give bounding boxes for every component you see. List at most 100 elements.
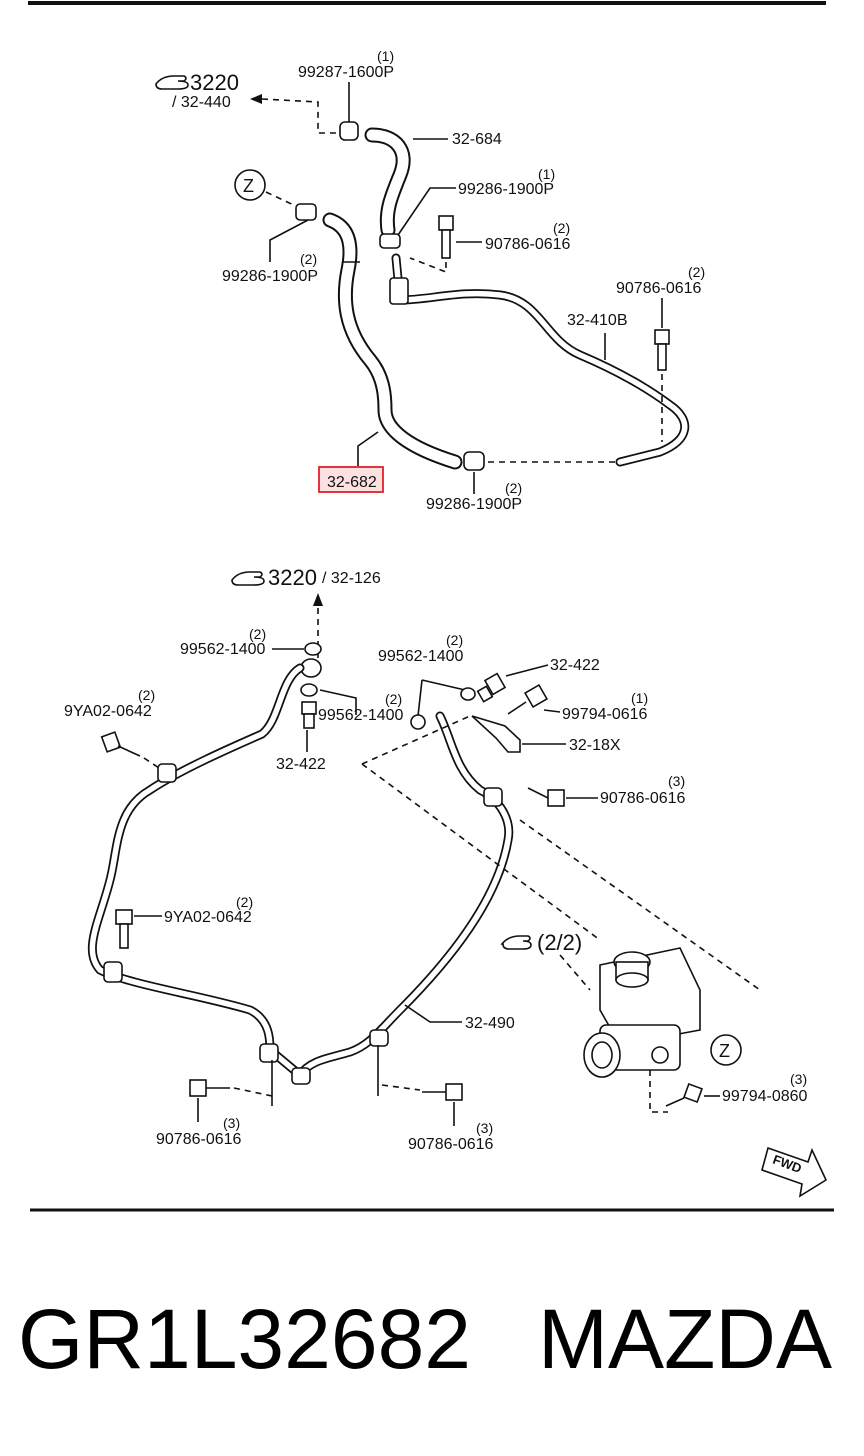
clip-left-qty: (2) — [300, 251, 317, 267]
clip-top-label: 99287-1600P — [298, 64, 394, 81]
washer-a-qty: (2) — [249, 626, 266, 642]
z-marker — [234, 169, 266, 201]
dashed-leader — [381, 1084, 421, 1091]
washer-icon — [304, 642, 322, 656]
bolt-a-qty: (2) — [553, 220, 570, 236]
bolt-90786-bc-qty: (3) — [476, 1120, 493, 1136]
leader-line — [319, 689, 357, 715]
pipe-32-490-left — [89, 665, 303, 1078]
washer-a-label: 99562-1400 — [180, 641, 266, 658]
bolt-b-label: 90786-0616 — [616, 280, 702, 297]
ref-hand-icon — [155, 75, 189, 90]
clip-bottom-qty: (2) — [505, 480, 522, 496]
dashed-leader — [559, 954, 591, 991]
dashed-leader — [143, 757, 163, 771]
ref-2-2: (2/2) — [537, 930, 582, 955]
leader-line — [395, 187, 456, 239]
dashed-leader — [519, 819, 761, 991]
bolt-icon — [654, 329, 670, 371]
hose-32-684 — [366, 129, 409, 236]
bolt-32-422-right: 32-422 — [550, 657, 600, 674]
bolt-icon — [476, 672, 507, 703]
pipe-clip-icon — [103, 961, 123, 983]
pipe-32-410b — [393, 255, 688, 465]
bolt-icon — [507, 683, 549, 715]
bolt-icon — [422, 1083, 463, 1101]
bolt-99794-top-label: 99794-0616 — [562, 706, 648, 723]
leader-line — [543, 709, 561, 713]
washer-c-label: 99562-1400 — [318, 707, 404, 724]
pipe-clip-icon — [483, 787, 503, 807]
arrow-icon — [313, 593, 323, 606]
pipe-clip-icon — [369, 1029, 389, 1047]
dashed-leader — [261, 98, 338, 134]
bolt-90786-right-label: 90786-0616 — [600, 790, 686, 807]
bolt-90786-right-qty: (3) — [668, 773, 685, 789]
bolt-icon — [438, 215, 454, 259]
dashed-leader — [233, 1087, 273, 1097]
washer-c-qty: (2) — [385, 691, 402, 707]
leader-line — [505, 664, 549, 677]
master-cylinder-icon — [583, 947, 701, 1078]
leader-line — [269, 219, 309, 262]
label-32-684: 32-684 — [452, 131, 502, 148]
pipe-label-32-410b: 32-410B — [567, 312, 628, 329]
pipe-label-32-490: 32-490 — [465, 1015, 515, 1032]
pipe-clip-icon — [157, 763, 177, 783]
bolt-icon — [115, 909, 133, 949]
footer-part-number: GR1L32682 — [18, 1292, 471, 1386]
ref-part-lower: / 32-126 — [322, 570, 381, 587]
bolt-icon — [665, 1083, 703, 1107]
washer-b-qty: (2) — [446, 632, 463, 648]
washer-icon — [410, 714, 426, 730]
clip-top-qty: (1) — [377, 48, 394, 64]
hose-clamp-icon — [463, 451, 485, 471]
washer-icon — [300, 683, 318, 697]
clip-bottom-label: 99286-1900P — [426, 496, 522, 513]
bolt-icon — [100, 731, 141, 757]
dashed-leader — [361, 715, 471, 765]
bolt-9ya-mid-label: 9YA02-0642 — [164, 909, 252, 926]
bolt-b-qty: (2) — [688, 264, 705, 280]
dashed-leader — [409, 257, 447, 274]
dashed-leader — [361, 763, 601, 941]
clip-left-label: 99286-1900P — [222, 268, 318, 285]
clip-mid-qty: (1) — [538, 166, 555, 182]
bolt-9ya-top-qty: (2) — [138, 687, 155, 703]
z-marker — [710, 1034, 742, 1066]
arrow-icon — [250, 94, 262, 104]
bolt-90786-bl-qty: (3) — [223, 1115, 240, 1131]
dashed-leader — [265, 191, 301, 209]
bolt-icon — [301, 701, 317, 729]
hose-clamp-icon — [295, 203, 317, 221]
leader-line — [417, 679, 466, 717]
leader-line — [357, 431, 379, 466]
bolt-32-422-left: 32-422 — [276, 756, 326, 773]
hose-clamp-icon — [339, 121, 359, 141]
highlight-box[interactable] — [318, 466, 384, 493]
bolt-9ya-mid-qty: (2) — [236, 894, 253, 910]
bolt-90786-bl-label: 90786-0616 — [156, 1131, 242, 1148]
bolt-99794-bottom-qty: (3) — [790, 1071, 807, 1087]
z-marker-text: Z — [243, 176, 254, 196]
z-marker-lower-text: Z — [719, 1041, 730, 1061]
bracket-32-18x — [471, 715, 521, 753]
leader-line — [404, 1004, 462, 1023]
dashed-leader — [649, 1070, 668, 1113]
ref-hand-icon — [231, 571, 265, 586]
washer-icon — [460, 687, 476, 701]
bolt-icon — [189, 1079, 230, 1097]
pipe-32-490-right — [297, 713, 512, 1078]
bolt-99794-top-qty: (1) — [631, 690, 648, 706]
pipe-fitting-icon — [389, 277, 409, 305]
bolt-icon — [527, 787, 565, 807]
ref-hand-icon — [500, 935, 532, 950]
footer-brand: MAZDA — [538, 1292, 832, 1386]
bolt-90786-bc-label: 90786-0616 — [408, 1136, 494, 1153]
highlight-label-32-682[interactable]: 32-682 — [327, 474, 377, 491]
ref-page-top: 3220 — [190, 70, 239, 95]
ref-part-top: / 32-440 — [172, 94, 231, 111]
pipe-clip-icon — [291, 1067, 311, 1085]
bolt-9ya-top-label: 9YA02-0642 — [64, 703, 152, 720]
